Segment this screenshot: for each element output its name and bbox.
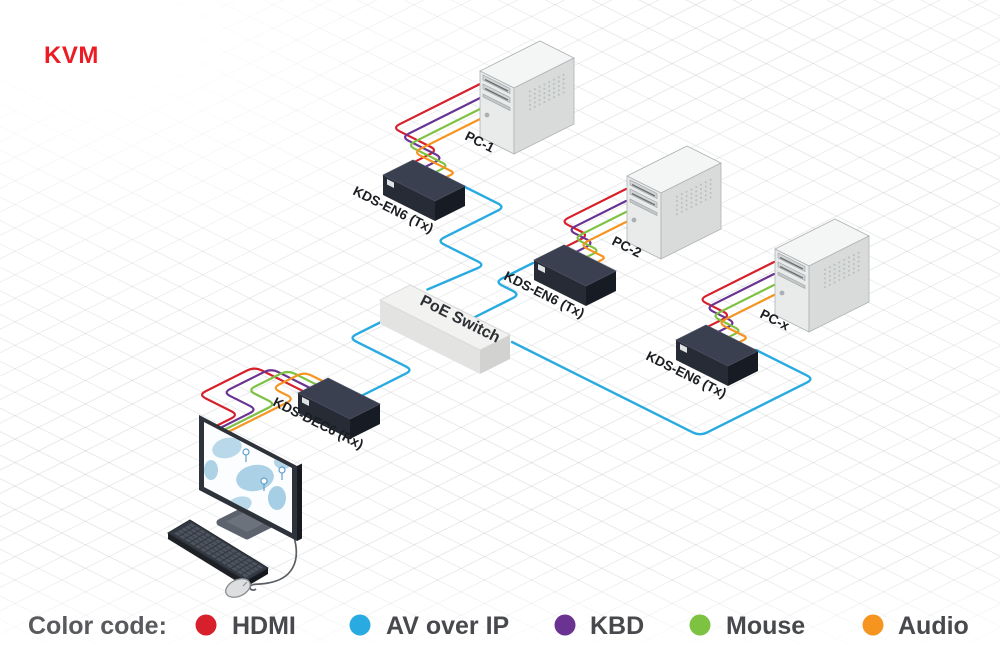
encoder2-av-cable xyxy=(473,261,535,319)
decoder-kbd-cable xyxy=(214,369,311,432)
pc-tower-2 xyxy=(626,145,722,260)
poe-switch-top-face xyxy=(379,284,511,351)
poe-switch xyxy=(379,284,511,374)
decoder-hdmi-cable xyxy=(201,367,304,430)
monitor-edge xyxy=(297,463,302,541)
audio-legend-label: Audio xyxy=(898,612,969,640)
color-code-legend: Color code: HDMI AV over IP KBD Mouse Au… xyxy=(28,612,969,640)
cable-layer xyxy=(201,82,812,436)
mouse xyxy=(225,578,251,598)
decoder-mouse-cable xyxy=(218,370,317,434)
pc-tower-x xyxy=(774,218,870,333)
page-title: KVM xyxy=(44,42,99,69)
pc2-audio-cable xyxy=(582,220,628,263)
hdmi-color-dot xyxy=(195,614,217,636)
mouse-legend-label: Mouse xyxy=(726,612,805,640)
poe-switch-side-face xyxy=(480,335,510,374)
hdmi-legend-label: HDMI xyxy=(232,612,296,640)
kbd-legend-label: KBD xyxy=(590,612,644,640)
kbd-color-dot xyxy=(554,614,576,636)
pc3-audio-cable xyxy=(720,293,776,343)
av-over-ip-legend-label: AV over IP xyxy=(386,612,509,640)
pc1-hdmi-cable xyxy=(395,82,482,163)
poe-switch-front-face xyxy=(380,300,480,374)
av-over-ip-color-dot xyxy=(349,614,371,636)
mouse-cable xyxy=(249,536,298,591)
decoder-av-cable xyxy=(351,320,411,397)
audio-color-dot xyxy=(862,614,884,636)
mouse-color-dot xyxy=(689,614,711,636)
monitor xyxy=(199,415,302,591)
encoder1-av-cable xyxy=(426,184,503,291)
pc1-audio-cable xyxy=(416,117,482,178)
encoder3-av-cable xyxy=(510,340,812,436)
pc-tower-1 xyxy=(479,40,575,155)
legend-title: Color code: xyxy=(28,612,167,640)
decoder-audio-cable xyxy=(222,372,324,436)
